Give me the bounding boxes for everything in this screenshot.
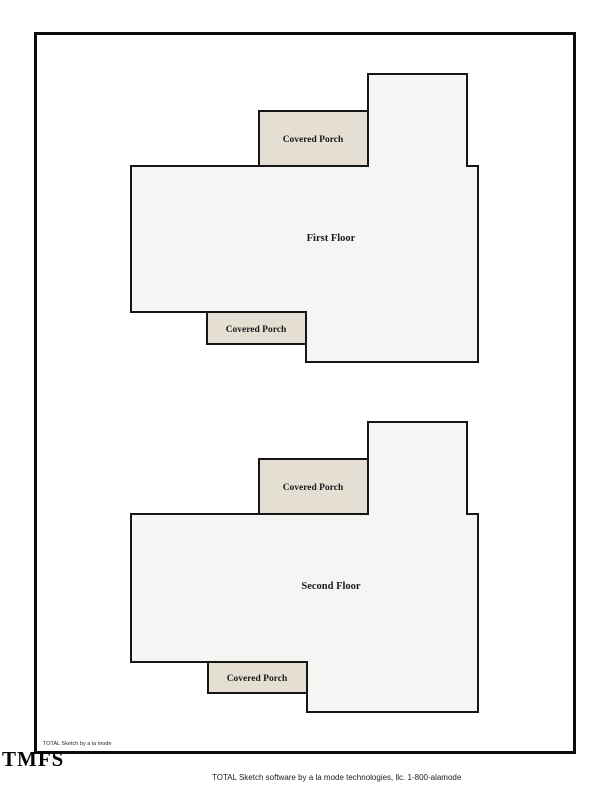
second-floor-top-covered-porch (258, 458, 369, 515)
tmfs-watermark: TMFS (2, 747, 65, 771)
first-floor-bottom-porch-label: Covered Porch (226, 325, 287, 335)
sketch-by-credit-text: TOTAL Sketch by a la mode (43, 741, 112, 747)
first-floor-top-porch-label: Covered Porch (283, 135, 344, 145)
first-floor-label: First Floor (307, 233, 356, 244)
second-floor-top-porch-label: Covered Porch (283, 483, 344, 493)
first-floor-top-covered-porch (258, 110, 369, 167)
first-floor-bottom-covered-porch (206, 311, 307, 345)
second-floor-bottom-covered-porch (207, 661, 308, 694)
second-floor-label: Second Floor (301, 581, 361, 592)
footer-software-credit-text: TOTAL Sketch software by a la mode techn… (212, 773, 462, 782)
second-floor-bottom-porch-label: Covered Porch (227, 674, 288, 684)
